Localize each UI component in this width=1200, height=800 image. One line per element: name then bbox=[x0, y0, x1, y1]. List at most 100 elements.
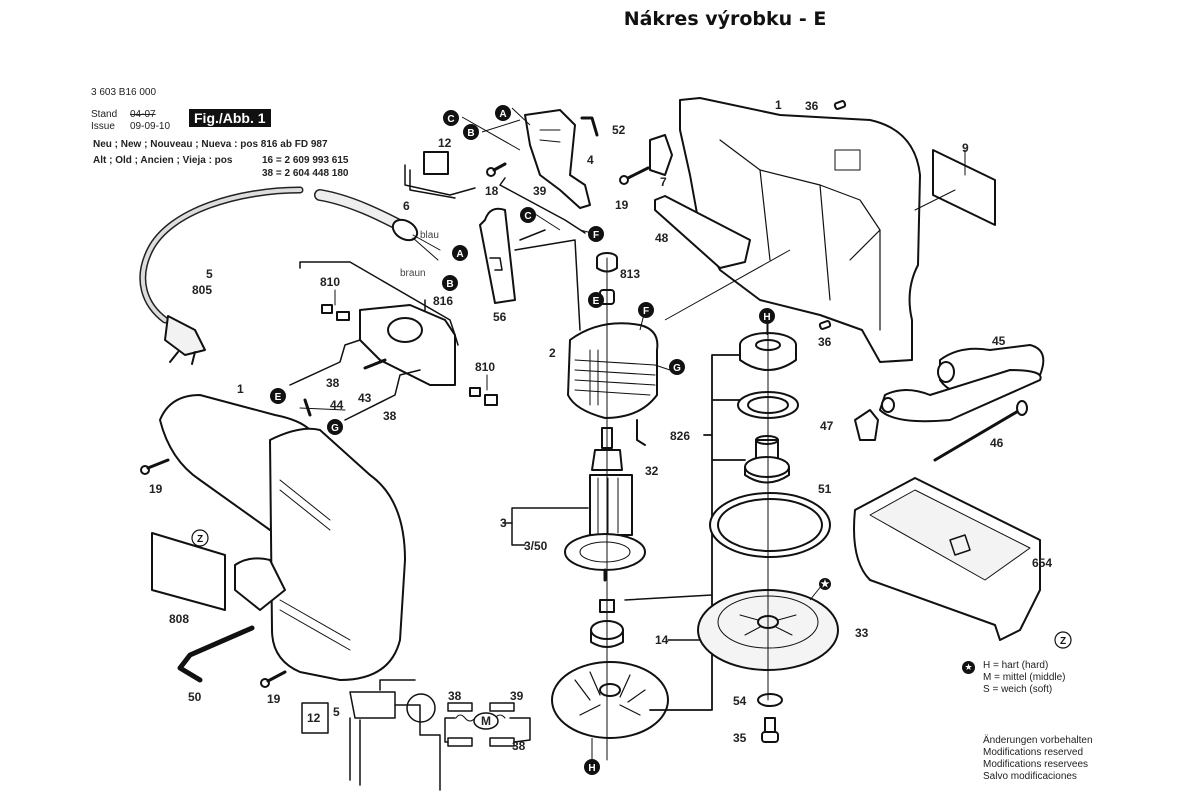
part-label-56: 56 bbox=[493, 310, 507, 324]
handle-bolt bbox=[933, 400, 1028, 462]
eccentric-hub bbox=[744, 435, 790, 484]
clamp-7 bbox=[649, 134, 673, 176]
wire-label-blue: blau bbox=[420, 230, 439, 241]
part-label-46: 46 bbox=[990, 436, 1004, 450]
callout-e: E bbox=[588, 292, 604, 308]
part-label-12: 12 bbox=[438, 136, 452, 150]
part-label-33: 33 bbox=[855, 626, 869, 640]
field-winding bbox=[567, 322, 659, 419]
svg-text:G: G bbox=[673, 363, 681, 374]
part-number: 3 603 B16 000 bbox=[91, 87, 157, 98]
callout-c: C bbox=[443, 110, 459, 126]
label-808 bbox=[151, 532, 226, 611]
armature bbox=[564, 427, 646, 582]
part-label-816: 816 bbox=[433, 294, 453, 308]
part-label-18: 18 bbox=[485, 184, 499, 198]
part-label-810: 810 bbox=[320, 275, 340, 289]
svg-text:A: A bbox=[456, 249, 463, 260]
carbon-brush bbox=[469, 387, 498, 406]
motor-symbol: M bbox=[481, 714, 491, 728]
svg-text:B: B bbox=[446, 279, 453, 290]
star-callout: ★ bbox=[819, 578, 831, 590]
stand-value: 04-07 bbox=[130, 109, 156, 120]
brake-ring bbox=[709, 492, 831, 558]
cooling-fan bbox=[551, 661, 669, 739]
spring-52 bbox=[580, 116, 599, 137]
legend-row: M = mittel (middle) bbox=[983, 672, 1066, 683]
z-callout: Z bbox=[191, 529, 209, 547]
part-label-6: 6 bbox=[403, 199, 410, 213]
part-label-51: 51 bbox=[818, 482, 832, 496]
hex-key bbox=[177, 625, 255, 683]
legend-row: S = weich (soft) bbox=[983, 684, 1053, 695]
callout-g: G bbox=[327, 419, 343, 435]
svg-text:H: H bbox=[588, 763, 595, 774]
dust-box bbox=[853, 477, 1041, 641]
cover-48 bbox=[654, 195, 751, 269]
callout-g: G bbox=[669, 359, 685, 375]
part-label-813: 813 bbox=[620, 267, 640, 281]
callout-b: B bbox=[463, 124, 479, 140]
issue-label: Issue bbox=[91, 121, 115, 132]
callout-c: C bbox=[520, 207, 536, 223]
old-entry: 16 = 2 609 993 615 bbox=[262, 155, 349, 166]
wire-32 bbox=[636, 419, 646, 446]
z-callout: Z bbox=[1054, 631, 1072, 649]
svg-text:Z: Z bbox=[1060, 636, 1066, 647]
star-icon: ★ bbox=[962, 661, 975, 674]
svg-text:G: G bbox=[331, 423, 339, 434]
wire-39 bbox=[499, 177, 586, 234]
note-line: Änderungen vorbehalten bbox=[983, 735, 1093, 746]
part-label-52: 52 bbox=[612, 123, 626, 137]
power-cord bbox=[139, 186, 441, 365]
screw-19 bbox=[140, 458, 170, 475]
svg-text:Z: Z bbox=[197, 534, 203, 545]
part-label-1: 1 bbox=[237, 382, 244, 396]
page-title: Nákres výrobku - E bbox=[623, 8, 827, 30]
part-label-805: 805 bbox=[192, 283, 212, 297]
modification-notes: Änderungen vorbehalten Modifications res… bbox=[983, 735, 1093, 783]
part-label-44: 44 bbox=[330, 398, 344, 412]
screw-35 bbox=[761, 717, 779, 743]
callout-a: A bbox=[495, 105, 511, 121]
part-label-810: 810 bbox=[475, 360, 495, 374]
old-line-prefix: Alt ; Old ; Ancien ; Vieja : pos bbox=[93, 155, 233, 166]
wiring-schematic bbox=[301, 679, 531, 791]
switch-cover bbox=[479, 207, 516, 304]
schematic-label-38: 38 bbox=[448, 689, 462, 703]
svg-text:C: C bbox=[447, 114, 454, 125]
part-label-36: 36 bbox=[805, 99, 819, 113]
callout-f: F bbox=[588, 226, 604, 242]
note-line: Salvo modificaciones bbox=[983, 771, 1077, 782]
pin-36 bbox=[818, 320, 832, 330]
issue-value: 09-09-10 bbox=[130, 121, 171, 132]
suppressor-capacitor bbox=[404, 151, 476, 199]
part-label-47: 47 bbox=[820, 419, 834, 433]
wire-c bbox=[514, 229, 581, 331]
callout-h: H bbox=[584, 759, 600, 775]
part-label-4: 4 bbox=[587, 153, 594, 167]
part-label-43: 43 bbox=[358, 391, 372, 405]
wire-label-brown: braun bbox=[400, 268, 426, 279]
part-label-14: 14 bbox=[655, 633, 669, 647]
svg-text:H: H bbox=[763, 312, 770, 323]
part-label-3: 3 bbox=[500, 516, 507, 530]
callout-h: H bbox=[759, 308, 775, 324]
part-label-19: 19 bbox=[149, 482, 163, 496]
part-label-54: 54 bbox=[733, 694, 747, 708]
part-label-38: 38 bbox=[383, 409, 397, 423]
screw-18 bbox=[486, 162, 507, 177]
nameplate bbox=[932, 149, 996, 226]
part-label-35: 35 bbox=[733, 731, 747, 745]
note-line: Modifications reservees bbox=[983, 759, 1089, 770]
callout-e: E bbox=[270, 388, 286, 404]
schematic-label-12: 12 bbox=[307, 711, 321, 725]
svg-text:★: ★ bbox=[821, 579, 830, 590]
callout-f: F bbox=[638, 302, 654, 318]
part-label-808: 808 bbox=[169, 612, 189, 626]
stand-label: Stand bbox=[91, 109, 118, 120]
old-entry: 38 = 2 604 448 180 bbox=[262, 168, 349, 179]
schematic-label-38: 38 bbox=[512, 739, 526, 753]
svg-text:F: F bbox=[593, 230, 599, 241]
